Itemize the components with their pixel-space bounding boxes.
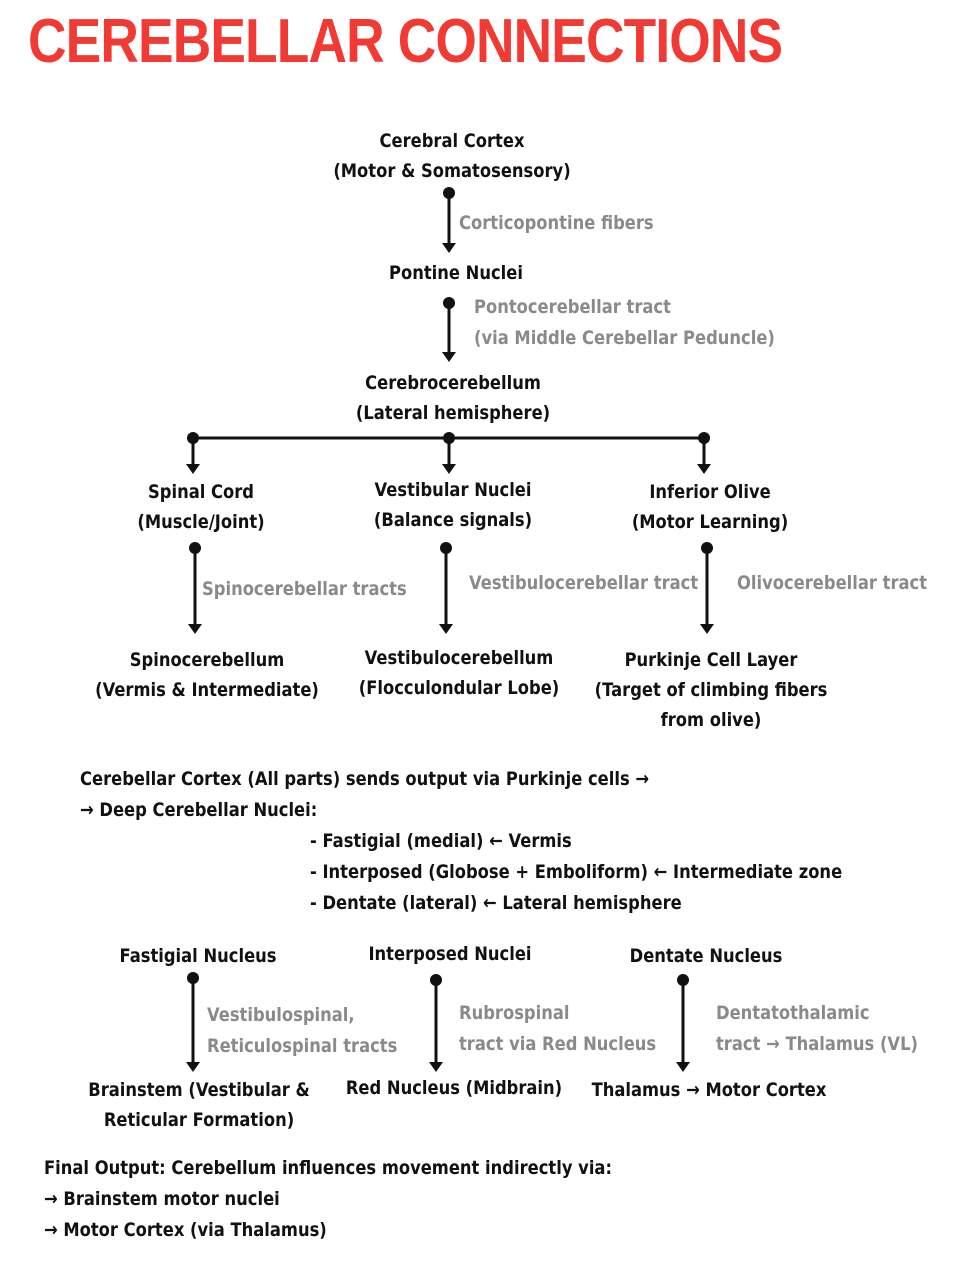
output-note: Cerebellar Cortex (All parts) sends outp… (80, 764, 649, 826)
node-fastigial-nucleus: Fastigial Nucleus (119, 941, 276, 971)
arrow-to-spinal-cord-head (186, 464, 200, 474)
node-line: Dentate Nucleus (629, 945, 783, 967)
node-line: (Balance signals) (373, 509, 533, 531)
node-line: (Target of climbing fibers (594, 679, 828, 701)
arrow-cortex-to-pontine-head (442, 243, 456, 253)
node-line: (Motor & Somatosensory) (333, 160, 571, 182)
output-note-line1: Cerebellar Cortex (All parts) sends outp… (80, 768, 650, 790)
node-line: Purkinje Cell Layer (624, 649, 798, 671)
arrow-to-inferior-olive-head (697, 464, 711, 474)
edge-label-vestibulocerebellar: Vestibulocerebellar tract (469, 568, 698, 599)
arrow-pontine-to-cerebrocerebellum-head (442, 352, 456, 362)
edge-label-line: Vestibulocerebellar tract (469, 572, 699, 594)
final-output-line: → Motor Cortex (via Thalamus) (44, 1219, 327, 1241)
edge-label-olivocerebellar: Olivocerebellar tract (737, 568, 927, 599)
node-cerebrocerebellum: Cerebrocerebellum (Lateral hemisphere) (356, 368, 550, 428)
edge-label-vestibulospinal: Vestibulospinal, Reticulospinal tracts (207, 1000, 397, 1062)
final-output-line: Final Output: Cerebellum influences move… (44, 1157, 612, 1179)
node-line: Spinal Cord (148, 481, 254, 503)
deep-nuclei-list: - Fastigial (medial) ← Vermis - Interpos… (310, 826, 842, 919)
node-line: Vestibular Nuclei (374, 479, 532, 501)
edge-label-dentatothalamic: Dentatothalamic tract → Thalamus (VL) (716, 998, 918, 1060)
node-red-nucleus: Red Nucleus (Midbrain) (346, 1073, 562, 1103)
node-line: Red Nucleus (Midbrain) (345, 1077, 563, 1099)
node-spinocerebellum: Spinocerebellum (Vermis & Intermediate) (95, 645, 319, 705)
arrow-olive-to-purkinje-head (700, 624, 714, 634)
node-line: Cerebral Cortex (379, 130, 525, 152)
node-vestibular-nuclei: Vestibular Nuclei (Balance signals) (374, 475, 532, 535)
edge-label-line: Dentatothalamic (716, 1002, 870, 1024)
node-line: Inferior Olive (649, 481, 771, 503)
node-line: (Flocculondular Lobe) (358, 677, 560, 699)
edge-label-line: tract via Red Nucleus (459, 1033, 657, 1055)
node-line: Fastigial Nucleus (119, 945, 277, 967)
node-vestibulocerebellum: Vestibulocerebellum (Flocculondular Lobe) (359, 643, 560, 703)
node-purkinje-cell-layer: Purkinje Cell Layer (Target of climbing f… (595, 645, 828, 735)
final-output: Final Output: Cerebellum influences move… (44, 1153, 612, 1246)
edge-label-line: Corticopontine fibers (459, 212, 654, 234)
edge-label-rubrospinal: Rubrospinal tract via Red Nucleus (459, 998, 656, 1060)
diagram-title: CEREBELLAR CONNECTIONS (28, 7, 783, 76)
arrow-dentate-to-thalamus-head (676, 1062, 690, 1072)
deep-nuclei-item: - Fastigial (medial) ← Vermis (310, 830, 572, 852)
deep-nuclei-item: - Dentate (lateral) ← Lateral hemisphere (310, 892, 682, 914)
node-line: Spinocerebellum (129, 649, 285, 671)
node-inferior-olive: Inferior Olive (Motor Learning) (632, 477, 788, 537)
output-note-line2: → Deep Cerebellar Nuclei: (80, 799, 318, 821)
node-cerebral-cortex: Cerebral Cortex (Motor & Somatosensory) (333, 126, 570, 186)
edge-label-line: Rubrospinal (459, 1002, 570, 1024)
arrow-fastigial-to-brainstem-head (186, 1062, 200, 1072)
final-output-line: → Brainstem motor nuclei (44, 1188, 280, 1210)
arrow-spinal-to-spinocerebellum-head (188, 624, 202, 634)
edge-label-line: Pontocerebellar tract (474, 296, 671, 318)
edge-label-line: Vestibulospinal, (207, 1004, 355, 1026)
edge-label-line: Olivocerebellar tract (737, 572, 928, 594)
edge-label-line: Reticulospinal tracts (207, 1035, 398, 1057)
node-line: Reticular Formation) (103, 1109, 295, 1131)
node-line: Cerebrocerebellum (365, 372, 541, 394)
deep-nuclei-item: - Interposed (Globose + Emboliform) ← In… (310, 861, 843, 883)
arrow-interposed-to-red-nucleus-head (429, 1062, 443, 1072)
edge-label-line: (via Middle Cerebellar Peduncle) (474, 327, 775, 349)
arrow-to-vestibular-nuclei-head (442, 464, 456, 474)
node-pontine-nuclei: Pontine Nuclei (389, 258, 523, 288)
edge-label-line: tract → Thalamus (VL) (716, 1033, 918, 1055)
node-line: from olive) (660, 709, 762, 731)
arrow-vestibular-to-vestibulocerebellum-head (439, 624, 453, 634)
node-line: Vestibulocerebellum (364, 647, 554, 669)
node-thalamus: Thalamus → Motor Cortex (592, 1075, 827, 1105)
edge-label-spinocerebellar: Spinocerebellar tracts (202, 574, 407, 605)
node-line: Thalamus → Motor Cortex (591, 1079, 827, 1101)
node-interposed-nuclei: Interposed Nuclei (368, 939, 531, 969)
node-line: (Motor Learning) (631, 511, 789, 533)
node-line: Pontine Nuclei (389, 262, 523, 284)
node-line: (Muscle/Joint) (137, 511, 265, 533)
node-line: Interposed Nuclei (368, 943, 532, 965)
node-line: (Vermis & Intermediate) (95, 679, 319, 701)
edge-label-line: Spinocerebellar tracts (202, 578, 407, 600)
node-brainstem: Brainstem (Vestibular & Reticular Formati… (88, 1075, 310, 1135)
node-spinal-cord: Spinal Cord (Muscle/Joint) (137, 477, 264, 537)
node-line: Brainstem (Vestibular & (88, 1079, 310, 1101)
node-line: (Lateral hemisphere) (355, 402, 551, 424)
node-dentate-nucleus: Dentate Nucleus (630, 941, 783, 971)
edge-label-pontocerebellar: Pontocerebellar tract (via Middle Cerebel… (474, 292, 775, 354)
edge-label-corticopontine: Corticopontine fibers (459, 208, 654, 239)
